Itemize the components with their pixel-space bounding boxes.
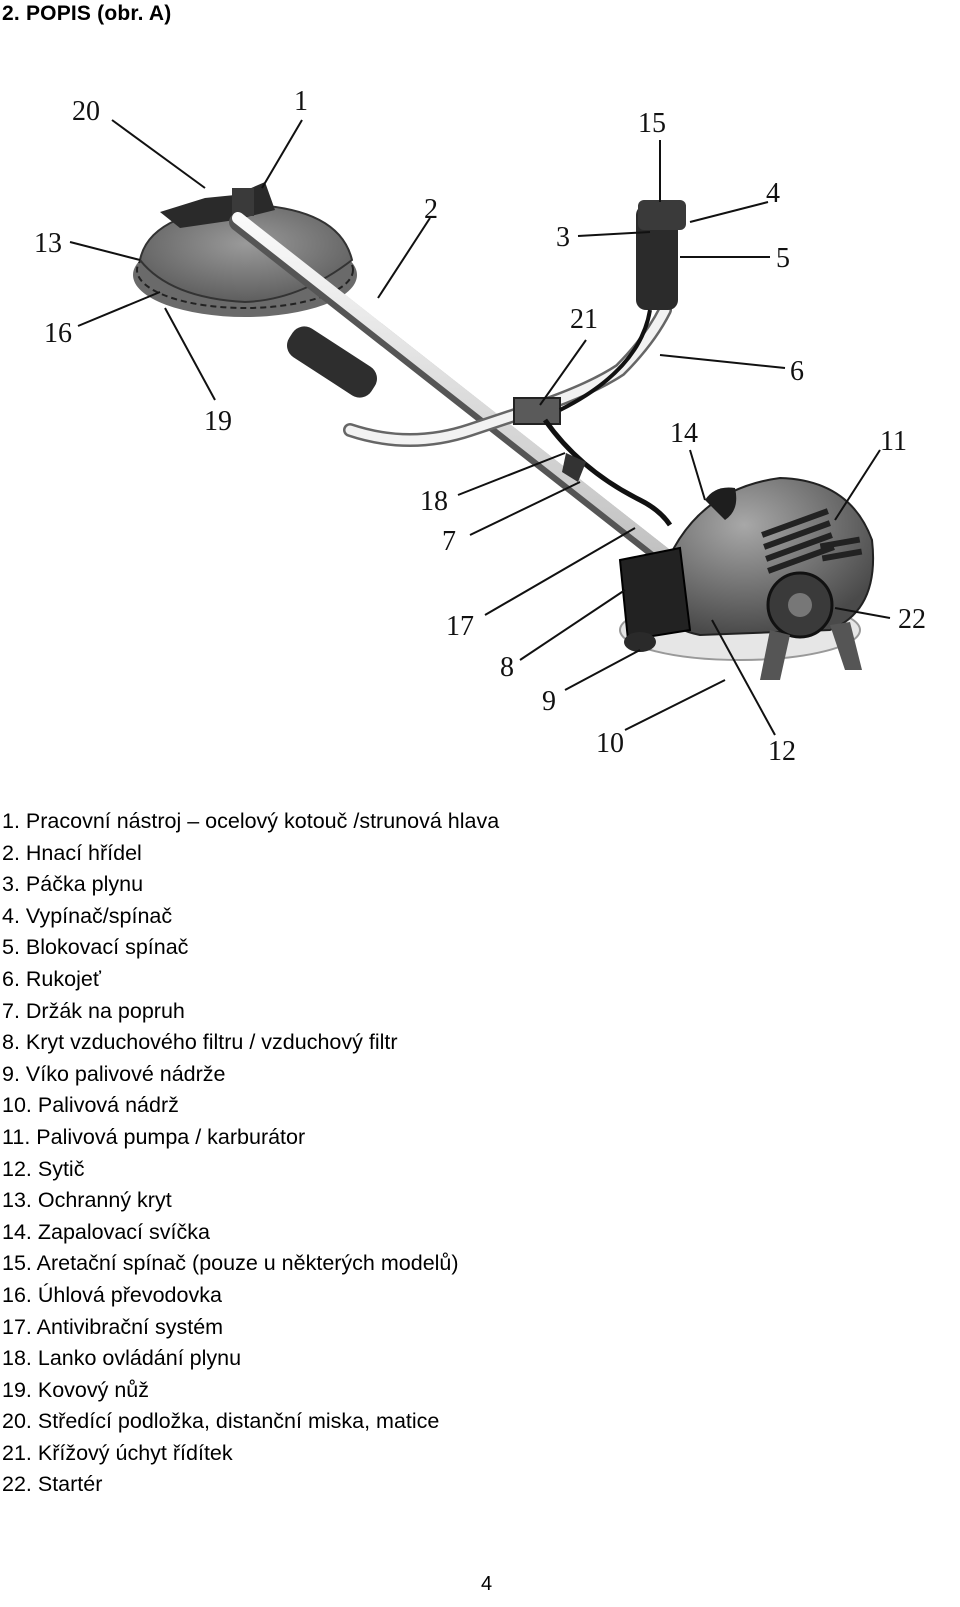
legend-item: 22. Startér <box>2 1472 103 1497</box>
legend-item: 10. Palivová nádrž <box>2 1093 179 1118</box>
legend-item: 19. Kovový nůž <box>2 1377 150 1402</box>
legend-item: 4. Vypínač/spínač <box>2 903 173 928</box>
legend-item: 14. Zapalovací svíčka <box>2 1219 210 1244</box>
throttle-cable <box>542 418 673 527</box>
callout-labels: 20 1 2 15 4 3 5 13 16 19 21 6 14 11 18 7… <box>34 86 926 767</box>
callout-10: 10 <box>596 728 624 759</box>
callout-14: 14 <box>670 418 698 449</box>
legend-item: 12. Sytič <box>2 1156 85 1181</box>
callout-9: 9 <box>542 686 556 717</box>
callout-15: 15 <box>638 108 666 139</box>
legend-item: 9. Víko palivové nádrže <box>2 1061 226 1086</box>
drive-shaft <box>229 212 709 594</box>
parts-legend: 1. Pracovní nástroj – ocelový kotouč /st… <box>2 806 499 1501</box>
callout-5: 5 <box>776 243 790 274</box>
strap-holder <box>562 453 586 482</box>
legend-item: 1. Pracovní nástroj – ocelový kotouč /st… <box>2 809 500 833</box>
legend-item: 20. Středící podložka, distanční miska, … <box>2 1409 440 1434</box>
legend-item: 5. Blokovací spínač <box>2 935 189 960</box>
legend-item: 17. Antivibrační systém <box>2 1314 224 1339</box>
legend-item: 18. Lanko ovládání plynu <box>2 1346 242 1371</box>
callout-11: 11 <box>880 426 907 457</box>
legend-item: 2. Hnací hřídel <box>2 840 142 865</box>
callout-2: 2 <box>424 194 438 225</box>
legend-item: 15. Aretační spínač (pouze u některých m… <box>2 1251 459 1276</box>
legend-item: 21. Křížový úchyt řídítek <box>2 1440 233 1465</box>
legend-item: 3. Páčka plynu <box>2 872 144 897</box>
callout-16: 16 <box>44 318 72 349</box>
legend-item: 7. Držák na popruh <box>2 998 185 1023</box>
callout-18: 18 <box>420 486 448 517</box>
callout-19: 19 <box>204 406 232 437</box>
legend-item: 11. Palivová pumpa / karburátor <box>2 1124 306 1149</box>
callout-22: 22 <box>898 604 926 635</box>
brushcutter-illustration: 20 1 2 15 4 3 5 13 16 19 21 6 14 11 18 7… <box>34 86 926 767</box>
callout-7: 7 <box>442 526 456 557</box>
callout-13: 13 <box>34 228 62 259</box>
legend-item: 13. Ochranný kryt <box>2 1188 172 1213</box>
leader-lines <box>69 119 891 736</box>
callout-4: 4 <box>766 178 780 209</box>
callout-3: 3 <box>556 222 570 253</box>
callout-17: 17 <box>446 611 474 642</box>
callout-20: 20 <box>72 96 100 127</box>
legend-item: 16. Úhlová převodovka <box>2 1282 222 1307</box>
callout-21: 21 <box>570 304 598 335</box>
handlebar <box>287 200 686 447</box>
callout-8: 8 <box>500 652 514 683</box>
callout-1: 1 <box>294 86 308 117</box>
section-heading: 2. POPIS (obr. A) <box>2 2 172 25</box>
callout-6: 6 <box>790 356 804 387</box>
brushcutter-figure: 20 1 2 15 4 3 5 13 16 19 21 6 14 11 18 7… <box>0 70 960 790</box>
page-number: 4 <box>481 1573 493 1595</box>
legend-item: 8. Kryt vzduchového filtru / vzduchový f… <box>2 1030 398 1055</box>
legend-item: 6. Rukojeť <box>2 966 101 991</box>
engine <box>618 476 874 680</box>
callout-12: 12 <box>768 736 796 767</box>
